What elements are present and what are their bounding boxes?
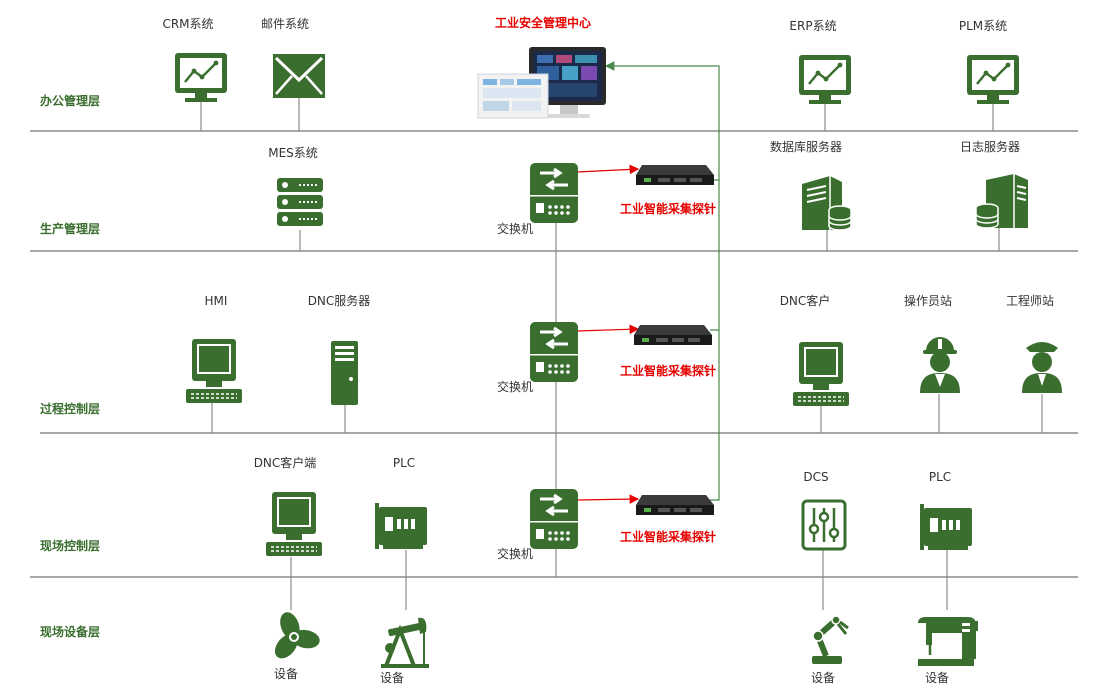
dnc-client-end-computer-icon <box>266 492 322 556</box>
hmi-computer-icon <box>186 339 242 403</box>
device-label-1: 设备 <box>274 667 298 681</box>
switch-icon-2 <box>530 322 578 382</box>
plm-chart-monitor-icon <box>967 55 1019 104</box>
mail-envelope-icon <box>273 54 325 98</box>
switch-label-3: 交换机 <box>497 546 533 561</box>
layer-label-process: 过程控制层 <box>40 401 100 416</box>
dnc-server-tower-icon <box>331 341 358 405</box>
probe-label-2: 工业智能采集探针 <box>620 363 716 378</box>
mes-server-rack-icon <box>277 178 323 226</box>
log-server-icon <box>975 174 1028 229</box>
probe-icon-1 <box>636 165 714 185</box>
dnc-client-end-label: DNC客户端 <box>254 455 317 470</box>
layer-label-production: 生产管理层 <box>40 221 100 236</box>
device-label-4: 设备 <box>925 671 949 685</box>
management-center-title: 工业安全管理中心 <box>495 15 591 30</box>
mail-label: 邮件系统 <box>261 17 309 31</box>
database-server-icon <box>802 176 852 231</box>
engineer-person-cap-icon <box>1022 342 1062 393</box>
dnc-server-label: DNC服务器 <box>308 293 371 308</box>
device-label-2: 设备 <box>380 671 404 685</box>
crm-chart-monitor-icon <box>175 53 227 102</box>
switch-label-1: 交换机 <box>497 221 533 236</box>
management-center-monitor-icon <box>477 47 606 119</box>
fan-device-icon <box>274 612 320 659</box>
probe-label-3: 工业智能采集探针 <box>620 529 716 544</box>
probe-label-1: 工业智能采集探针 <box>620 201 716 216</box>
erp-label: ERP系统 <box>789 19 836 33</box>
management-feedback-line <box>604 61 720 501</box>
device-label-3: 设备 <box>811 671 835 685</box>
operator-worker-helmet-icon <box>920 337 960 393</box>
plc-card-icon-left <box>375 503 427 549</box>
operator-station-label: 操作员站 <box>904 293 952 308</box>
dcs-label: DCS <box>803 470 828 484</box>
plm-label: PLM系统 <box>959 19 1007 33</box>
plc-right-label: PLC <box>929 470 951 484</box>
erp-chart-monitor-icon <box>799 55 851 104</box>
log-server-label: 日志服务器 <box>960 139 1020 154</box>
switch-icon-1 <box>530 163 578 223</box>
layer-label-office: 办公管理层 <box>40 93 100 108</box>
robot-arm-icon <box>812 615 849 664</box>
probe-arrows <box>576 164 640 504</box>
engineer-station-label: 工程师站 <box>1006 293 1054 308</box>
switch-icon-3 <box>530 489 578 549</box>
layer-label-field-control: 现场控制层 <box>40 538 100 553</box>
oil-pump-jack-icon <box>381 617 429 668</box>
hmi-label: HMI <box>205 294 228 308</box>
layer-separators <box>30 130 1078 578</box>
layer-label-field-device: 现场设备层 <box>40 624 100 639</box>
dcs-sliders-icon <box>801 499 847 551</box>
mes-label: MES系统 <box>268 146 318 160</box>
probe-icon-3 <box>636 495 714 515</box>
plc-left-label: PLC <box>393 456 415 470</box>
db-server-label: 数据库服务器 <box>770 139 842 154</box>
probe-icon-2 <box>634 325 712 345</box>
dnc-client-label: DNC客户 <box>780 293 831 308</box>
crm-label: CRM系统 <box>162 17 213 31</box>
dnc-client-computer-icon <box>793 342 849 406</box>
switch-label-2: 交换机 <box>497 379 533 394</box>
plc-card-icon-right <box>920 504 972 550</box>
sewing-machine-icon <box>918 617 978 666</box>
